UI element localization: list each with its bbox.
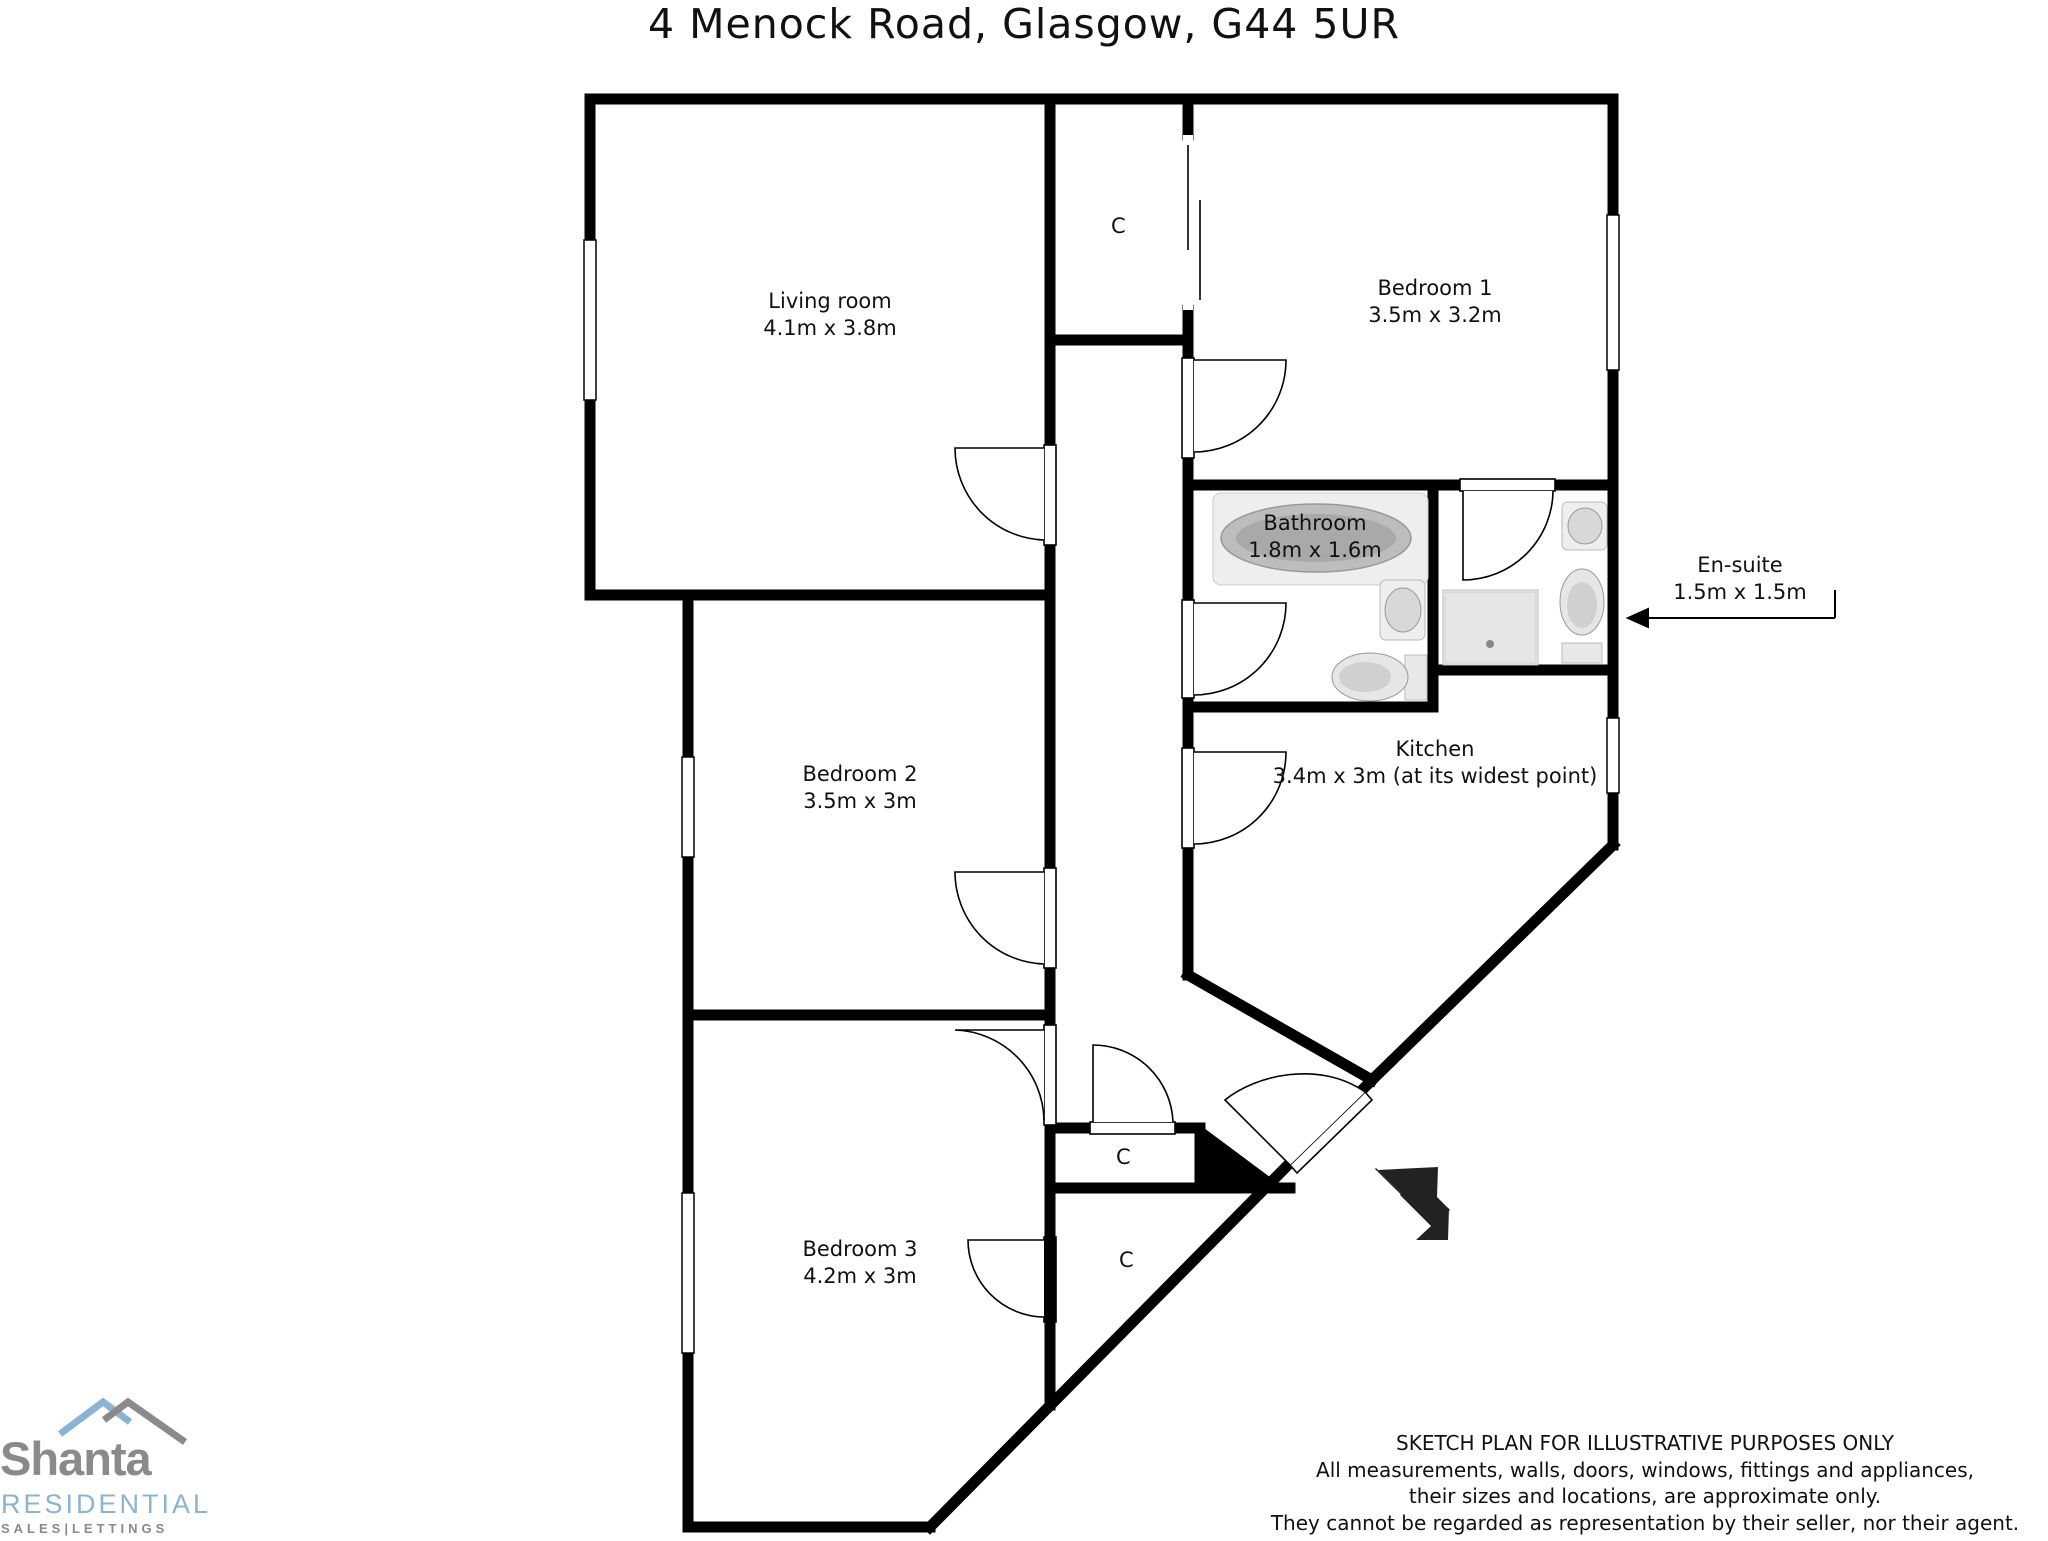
bedroom3-name: Bedroom 3	[802, 1237, 918, 1261]
living-room-label: Living room 4.1m x 3.8m	[700, 288, 960, 342]
disclaimer-line4: They cannot be regarded as representatio…	[1270, 1510, 2020, 1535]
bedroom1-size: 3.5m x 3.2m	[1368, 303, 1502, 327]
bedroom2-name: Bedroom 2	[802, 762, 918, 786]
living-room-name: Living room	[768, 289, 892, 313]
ensuite-arrow	[1625, 590, 1836, 629]
disclaimer: SKETCH PLAN FOR ILLUSTRATIVE PURPOSES ON…	[1245, 1430, 2045, 1536]
bedroom2-size: 3.5m x 3m	[803, 789, 917, 813]
bathroom-fixtures	[1212, 492, 1429, 702]
kitchen-size: 3.4m x 3m (at its widest point)	[1272, 764, 1598, 788]
disclaimer-line2: All measurements, walls, doors, windows,…	[1316, 1457, 1974, 1482]
bedroom3-label: Bedroom 3 4.2m x 3m	[730, 1236, 990, 1290]
logo-name: Shanta	[0, 1432, 152, 1485]
bedroom2-label: Bedroom 2 3.5m x 3m	[730, 761, 990, 815]
window-bedroom3	[681, 1192, 695, 1354]
bathroom-size: 1.8m x 1.6m	[1248, 538, 1382, 562]
ensuite-label: En-suite 1.5m x 1.5m	[1640, 552, 1840, 606]
disclaimer-line3: their sizes and locations, are approxima…	[1408, 1484, 1882, 1508]
ensuite-fixtures	[1442, 501, 1608, 666]
doors	[954, 135, 1556, 1323]
window-kitchen	[1606, 717, 1620, 794]
bedroom1-name: Bedroom 1	[1377, 276, 1493, 300]
window-bedroom1	[1606, 214, 1620, 371]
bathroom-name: Bathroom	[1263, 511, 1367, 535]
window-living	[583, 239, 597, 401]
closet-label-top: C	[1111, 214, 1126, 238]
bedroom1-label: Bedroom 1 3.5m x 3.2m	[1305, 275, 1565, 329]
logo-roof-icon	[57, 1397, 188, 1445]
ensuite-name: En-suite	[1697, 553, 1783, 577]
bedroom3-size: 4.2m x 3m	[803, 1264, 917, 1288]
window-bedroom2	[681, 756, 695, 858]
closet-label-bottom: C	[1119, 1248, 1134, 1272]
living-room-size: 4.1m x 3.8m	[763, 316, 897, 340]
logo-subtitle: RESIDENTIAL	[1, 1489, 212, 1519]
disclaimer-line1: SKETCH PLAN FOR ILLUSTRATIVE PURPOSES ON…	[1396, 1431, 1894, 1455]
bathroom-label: Bathroom 1.8m x 1.6m	[1215, 510, 1415, 564]
ensuite-size: 1.5m x 1.5m	[1673, 580, 1807, 604]
kitchen-name: Kitchen	[1395, 737, 1475, 761]
windows	[583, 214, 1620, 1354]
kitchen-label: Kitchen 3.4m x 3m (at its widest point)	[1255, 736, 1615, 790]
wall-wedge	[1200, 1125, 1290, 1192]
closet-label-middle: C	[1116, 1145, 1131, 1169]
page-title: 4 Menock Road, Glasgow, G44 5UR	[648, 0, 1400, 48]
logo-tagline: SALES|LETTINGS	[1, 1521, 169, 1536]
